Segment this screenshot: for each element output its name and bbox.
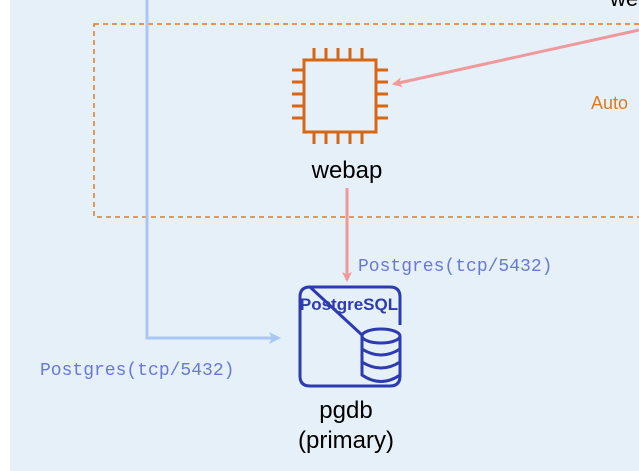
edge-label-blue-db: Postgres(tcp/5432) [40, 361, 234, 381]
webap-node-label: webap [311, 157, 383, 184]
autoscaling-group-label: Auto [591, 93, 628, 113]
network-panel [10, 0, 639, 471]
edge-red-into-ec2 [392, 28, 639, 88]
ec2-instance-chip-icon [292, 48, 388, 144]
edge-label-webap-db: Postgres(tcp/5432) [358, 257, 552, 277]
postgresql-badge: PostgreSQL [300, 295, 398, 314]
postgresql-db-icon: PostgreSQL [298, 285, 402, 388]
db-role-label: (primary) [298, 427, 394, 454]
autoscaling-group-boundary [93, 23, 639, 218]
edge-blue-to-db [145, 0, 281, 344]
db-name-label: pgdb [319, 397, 372, 424]
database-cylinder-icon [360, 327, 402, 383]
top-clipped-label: we [609, 0, 638, 11]
